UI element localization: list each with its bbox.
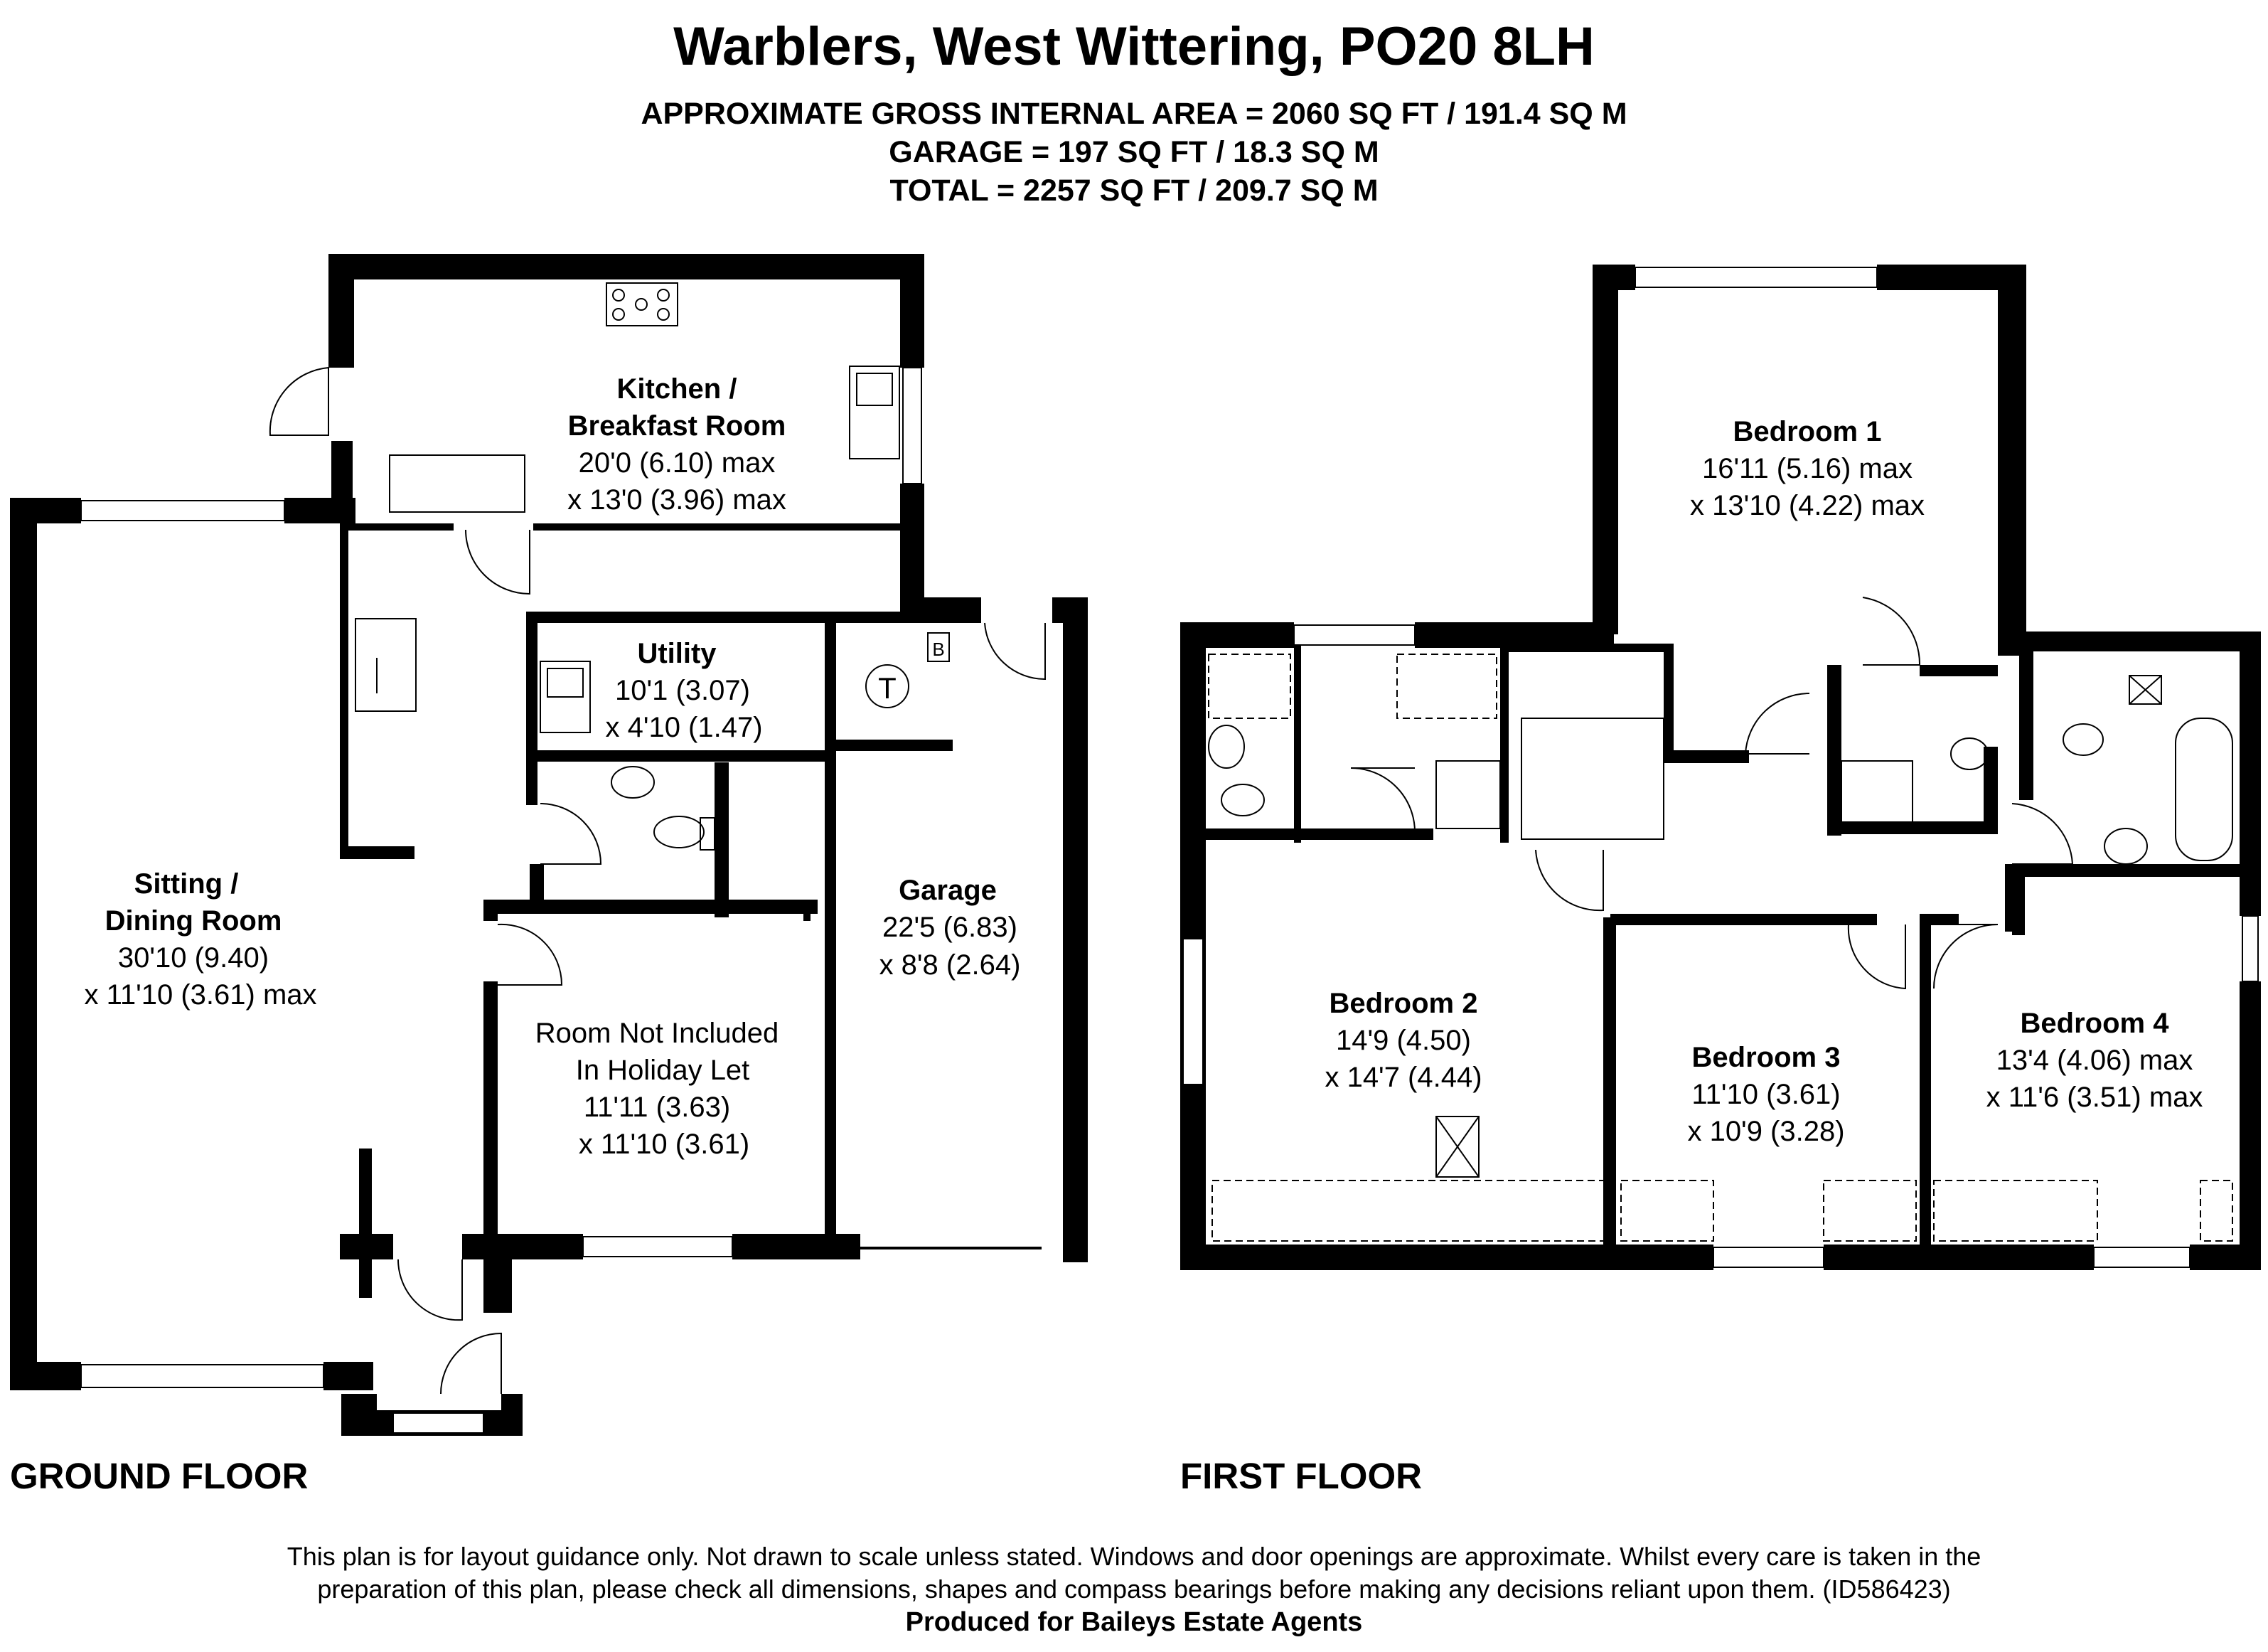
- sitting-name-1: Sitting /: [134, 868, 239, 900]
- windows: [80, 267, 2259, 1434]
- loft-hatch-icon: [1435, 1116, 1480, 1178]
- boiler-icon: [927, 632, 950, 662]
- sitting-dim-1: 30'10 (9.40): [118, 942, 269, 974]
- kitchen-sink-icon: [849, 366, 900, 459]
- utility-dim-2: x 4'10 (1.47): [605, 712, 762, 743]
- first-floor-label: FIRST FLOOR: [1180, 1456, 1422, 1496]
- hob-icon: [606, 282, 678, 326]
- bedroom-2-dim-1: 14'9 (4.50): [1336, 1025, 1471, 1056]
- kitchen-dim-2: x 13'0 (3.96) max: [567, 484, 786, 516]
- bedroom-4-dim-2: x 11'6 (3.51) max: [1986, 1082, 2203, 1113]
- kitchen-name-1: Kitchen /: [617, 373, 737, 405]
- bedroom-3-name: Bedroom 3: [1692, 1042, 1841, 1073]
- room-not-included-dim-2: x 11'10 (3.61): [579, 1129, 749, 1160]
- basin-icon-2: [1208, 725, 1245, 769]
- total-area: TOTAL = 2257 SQ FT / 209.7 SQ M: [889, 174, 1379, 208]
- garage-dim-2: x 8'8 (2.64): [879, 949, 1021, 981]
- bedroom-1-name: Bedroom 1: [1733, 416, 1882, 447]
- gross-internal-area: APPROXIMATE GROSS INTERNAL AREA = 2060 S…: [641, 97, 1627, 131]
- utility-sink-icon: [540, 661, 591, 733]
- bedroom-1-dim-2: x 13'10 (4.22) max: [1690, 490, 1925, 521]
- sitting-dim-2: x 11'10 (3.61) max: [84, 979, 316, 1011]
- garage-name: Garage: [899, 875, 997, 906]
- utility-name: Utility: [637, 638, 717, 669]
- toilet-icon-3: [1950, 737, 1989, 770]
- bedroom-2-dim-2: x 14'7 (4.44): [1325, 1062, 1482, 1093]
- bath-icon: [2175, 718, 2233, 861]
- produced-for: Produced for Baileys Estate Agents: [905, 1607, 1363, 1637]
- utility-dim-1: 10'1 (3.07): [615, 675, 750, 706]
- first-floor-labels: Bedroom 1 16'11 (5.16) max x 13'10 (4.22…: [1325, 416, 2203, 1147]
- ground-floor-label: GROUND FLOOR: [10, 1456, 309, 1496]
- kitchen-dim-1: 20'0 (6.10) max: [579, 447, 776, 479]
- sitting-name-2: Dining Room: [105, 905, 282, 937]
- toilet-icon-4: [2063, 723, 2104, 756]
- bedroom-1-dim-1: 16'11 (5.16) max: [1702, 453, 1913, 484]
- ground-floor-labels: Kitchen / Breakfast Room 20'0 (6.10) max…: [84, 373, 1020, 1160]
- bedroom-4-dim-1: 13'4 (4.06) max: [1996, 1045, 2193, 1076]
- room-not-included-dim-1: 11'11 (3.63): [584, 1092, 730, 1123]
- shower-icon-2: [1841, 760, 1913, 826]
- garage-dim-1: 22'5 (6.83): [882, 912, 1017, 943]
- boiler-label: B: [932, 639, 944, 660]
- basin-icon: [611, 766, 655, 799]
- bedroom-4-name: Bedroom 4: [2021, 1008, 2170, 1039]
- door-swings: [269, 366, 2074, 1395]
- stairs-icon: [355, 618, 417, 712]
- basin-icon-3: [2104, 828, 2148, 865]
- disclaimer-line-1: This plan is for layout guidance only. N…: [287, 1542, 1981, 1571]
- kitchen-name-2: Breakfast Room: [568, 410, 786, 442]
- stair-treads: [1521, 718, 1664, 840]
- first-floor-walls: [1180, 265, 2261, 1270]
- bedroom-3-dim-1: 11'10 (3.61): [1691, 1079, 1840, 1110]
- room-not-included-line-2: In Holiday Let: [576, 1055, 750, 1086]
- toilet-icon-2: [1221, 784, 1265, 816]
- disclaimer-line-2: preparation of this plan, please check a…: [317, 1574, 1951, 1604]
- toilet-icon: [653, 816, 705, 848]
- bedroom-3-dim-2: x 10'9 (3.28): [1687, 1116, 1844, 1147]
- plan-title: Warblers, West Wittering, PO20 8LH: [673, 16, 1595, 77]
- ground-floor-walls: [10, 254, 1088, 1436]
- tank-icon: [865, 664, 909, 708]
- fixtures: [355, 282, 2233, 1242]
- shower-icon: [1435, 760, 1501, 829]
- bedroom-2-name: Bedroom 2: [1330, 988, 1478, 1019]
- garage-area: GARAGE = 197 SQ FT / 18.3 SQ M: [889, 135, 1379, 169]
- loft-hatch-icon-2: [2129, 675, 2162, 705]
- room-not-included-line-1: Room Not Included: [535, 1018, 779, 1049]
- tank-label: T: [878, 671, 897, 705]
